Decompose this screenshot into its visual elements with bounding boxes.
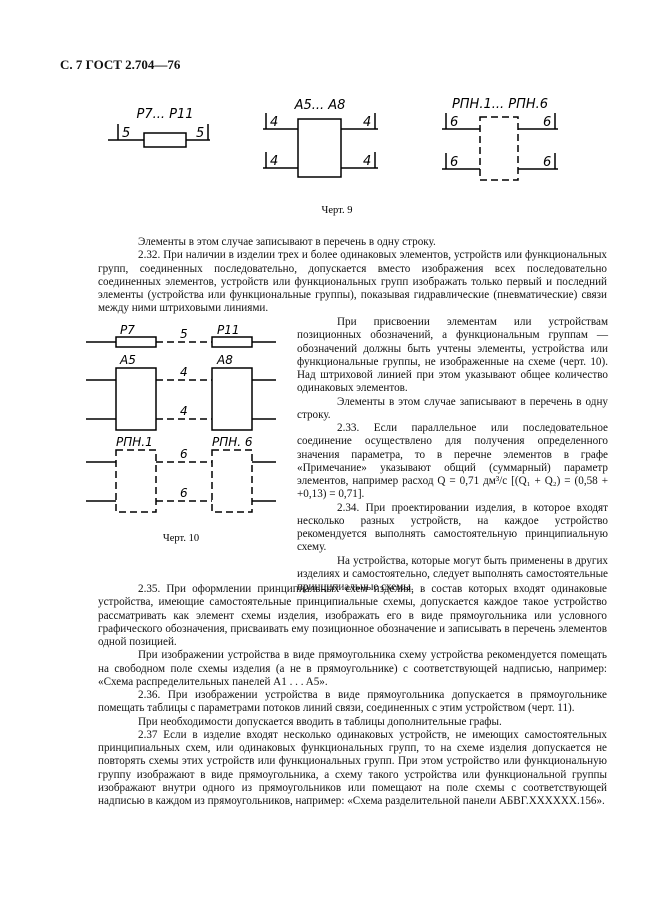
fig10-label-rpn6: PПН. 6	[212, 435, 253, 449]
text-p5: 2.33. Если параллельное или последовател…	[297, 422, 608, 501]
text-p3: При присвоении элементам или устройствам…	[297, 316, 608, 395]
text-p7: На устройства, которые могут быть примен…	[297, 554, 608, 594]
fig10-label-5: 5	[180, 327, 188, 341]
figure-9: P7... P11 5 5 A5... A8 4 4 4 4 PПН.1... …	[108, 97, 558, 216]
fig10-caption: Черт. 10	[163, 533, 199, 544]
fig9-label-2-tr: 4	[363, 115, 371, 130]
fig10-label-a5: A5	[119, 353, 136, 367]
fig9-label-3-br: 6	[543, 155, 551, 170]
fig10-label-rpn1: PПН.1	[116, 435, 153, 449]
fig9-title-3: PПН.1... PПН.6	[452, 97, 548, 112]
text-p9: При изображении устройства в виде прямоу…	[98, 649, 607, 688]
fig10-label-6a: 6	[180, 447, 188, 461]
text-p11: При необходимости допускается вводить в …	[138, 715, 502, 728]
fig9-title-1: P7... P11	[136, 107, 193, 122]
fig9-label-3-tr: 6	[543, 115, 551, 130]
fig9-caption: Черт. 9	[322, 205, 353, 216]
page-header: С. 7 ГОСТ 2.704—76	[60, 57, 181, 72]
fig9-label-3-bl: 6	[450, 155, 458, 170]
text-p10: 2.36. При изображении устройства в виде …	[98, 689, 607, 715]
figure-10: P7 P11 5 A5 A8 4 4 PПН.1 PПН. 6 6 6 Черт…	[86, 323, 276, 544]
fig9-title-2: A5... A8	[294, 98, 346, 113]
fig10-label-p11: P11	[217, 323, 240, 337]
fig9-label-1-right: 5	[196, 126, 204, 141]
text-p2: 2.32. При наличии в изделии трех и более…	[98, 249, 607, 315]
paragraph-main: 2.35. При оформлении принципиальных схем…	[98, 583, 607, 808]
text-p8: 2.35. При оформлении принципиальных схем…	[98, 583, 607, 648]
fig10-label-4a: 4	[180, 365, 188, 379]
paragraph-side: При присвоении элементам или устройствам…	[297, 316, 608, 594]
text-p12: 2.37 Если в изделие входят несколько оди…	[98, 728, 607, 807]
fig9-label-2-br: 4	[363, 154, 371, 169]
fig9-label-2-bl: 4	[270, 154, 278, 169]
fig10-label-6b: 6	[180, 486, 188, 500]
fig10-label-a8: A8	[216, 353, 233, 367]
fig10-label-4b: 4	[180, 404, 188, 418]
fig9-label-3-tl: 6	[450, 115, 458, 130]
text-p4: Элементы в этом случае записывают в пере…	[297, 395, 608, 421]
fig9-label-1-left: 5	[122, 126, 130, 141]
fig10-label-p7: P7	[120, 323, 135, 337]
text-p1: Элементы в этом случае записывают в пере…	[138, 236, 436, 248]
text-p6: 2.34. При проектировании изделия, в кото…	[297, 501, 608, 554]
fig9-label-2-tl: 4	[270, 115, 278, 130]
paragraph-intro: Элементы в этом случае записывают в пере…	[98, 236, 607, 316]
